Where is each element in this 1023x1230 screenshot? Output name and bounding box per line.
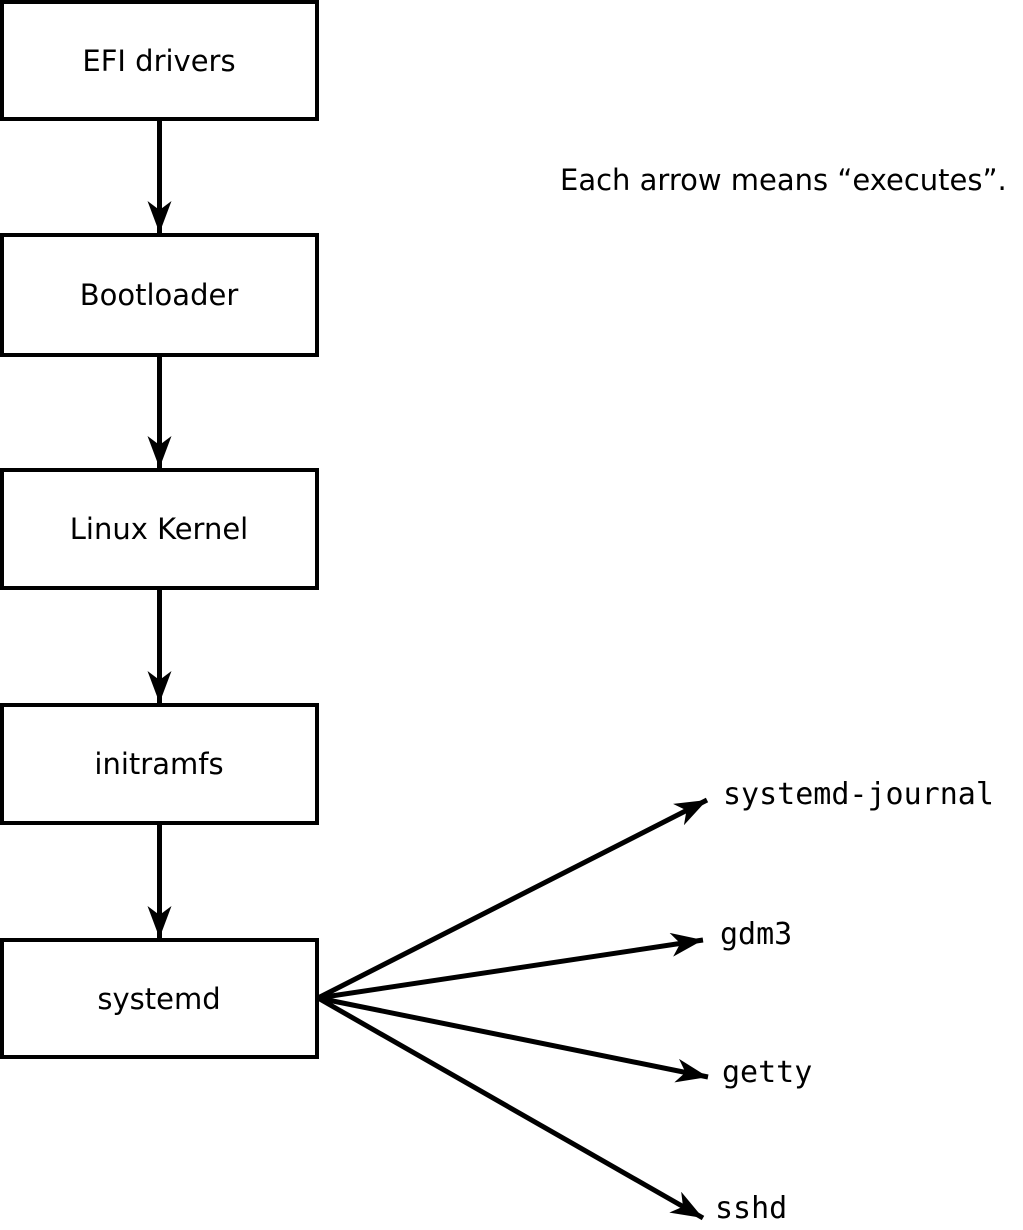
flow-node-systemd: systemd	[0, 938, 319, 1059]
caption-arrow-meaning: Each arrow means “executes”.	[560, 163, 1007, 197]
arrow-systemd-to-gdm3	[317, 932, 704, 1001]
flow-node-linux-kernel-label: Linux Kernel	[70, 512, 248, 546]
flow-node-bootloader-box	[0, 233, 319, 357]
flow-node-efi-drivers-box	[0, 0, 319, 121]
process-label-gdm3: gdm3	[720, 917, 792, 952]
flow-node-initramfs-box	[0, 703, 319, 825]
flow-node-efi-drivers: EFI drivers	[0, 0, 319, 121]
arrow-systemd-to-sshd	[316, 995, 705, 1221]
flow-node-initramfs: initramfs	[0, 703, 319, 825]
flow-node-systemd-label: systemd	[97, 982, 220, 1016]
flow-node-bootloader-label: Bootloader	[80, 278, 239, 312]
arrow-systemd-to-getty	[317, 995, 709, 1083]
flow-node-initramfs-label: initramfs	[94, 747, 223, 781]
flow-node-linux-kernel-box	[0, 468, 319, 590]
process-label-systemd-journal: systemd-journal	[723, 777, 994, 812]
flow-node-bootloader: Bootloader	[0, 233, 319, 357]
flow-node-linux-kernel: Linux Kernel	[0, 468, 319, 590]
flow-node-systemd-box	[0, 938, 319, 1059]
process-label-sshd: sshd	[715, 1191, 787, 1226]
arrow-systemd-to-journal	[316, 797, 709, 1001]
flow-node-efi-drivers-label: EFI drivers	[82, 44, 235, 78]
process-label-getty: getty	[722, 1055, 812, 1090]
